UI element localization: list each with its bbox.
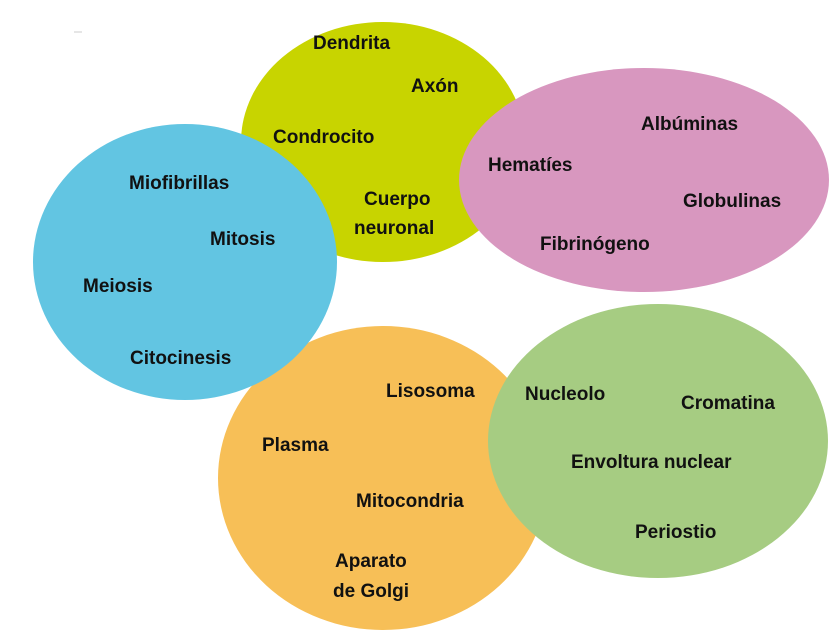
term: Meiosis [83, 276, 153, 297]
term: Hematíes [488, 155, 573, 176]
term: Cromatina [681, 393, 775, 414]
term: Miofibrillas [129, 173, 229, 194]
term: Axón [411, 76, 459, 97]
term: Mitosis [210, 229, 275, 250]
term: Citocinesis [130, 348, 231, 369]
term: Cuerpo [364, 189, 431, 210]
term: de Golgi [333, 581, 409, 602]
term: Plasma [262, 435, 329, 456]
term: Mitocondria [356, 491, 464, 512]
term: Aparato [335, 551, 407, 572]
bubble-shape-blue [33, 124, 337, 400]
term: Dendrita [313, 33, 391, 54]
term: Globulinas [683, 191, 781, 212]
bubble-nucleo: Nucleolo Cromatina Envoltura nuclear Per… [488, 304, 828, 578]
bubble-shape-pink [459, 68, 829, 292]
term: Periostio [635, 522, 716, 543]
term: Fibrinógeno [540, 234, 650, 255]
term: neuronal [354, 218, 434, 239]
bubble-organulos: Lisosoma Plasma Mitocondria Aparato de G… [218, 326, 548, 630]
term: Albúminas [641, 114, 738, 135]
bubble-shape-orange [218, 326, 548, 630]
term: Nucleolo [525, 384, 605, 405]
term: Envoltura nuclear [571, 452, 732, 473]
bubble-division: Miofibrillas Mitosis Meiosis Citocinesis [33, 124, 337, 400]
term: Lisosoma [386, 381, 475, 402]
bubble-shape-green [488, 304, 828, 578]
term: Condrocito [273, 127, 374, 148]
bubble-sangre: Albúminas Hematíes Globulinas Fibrinógen… [459, 68, 829, 292]
